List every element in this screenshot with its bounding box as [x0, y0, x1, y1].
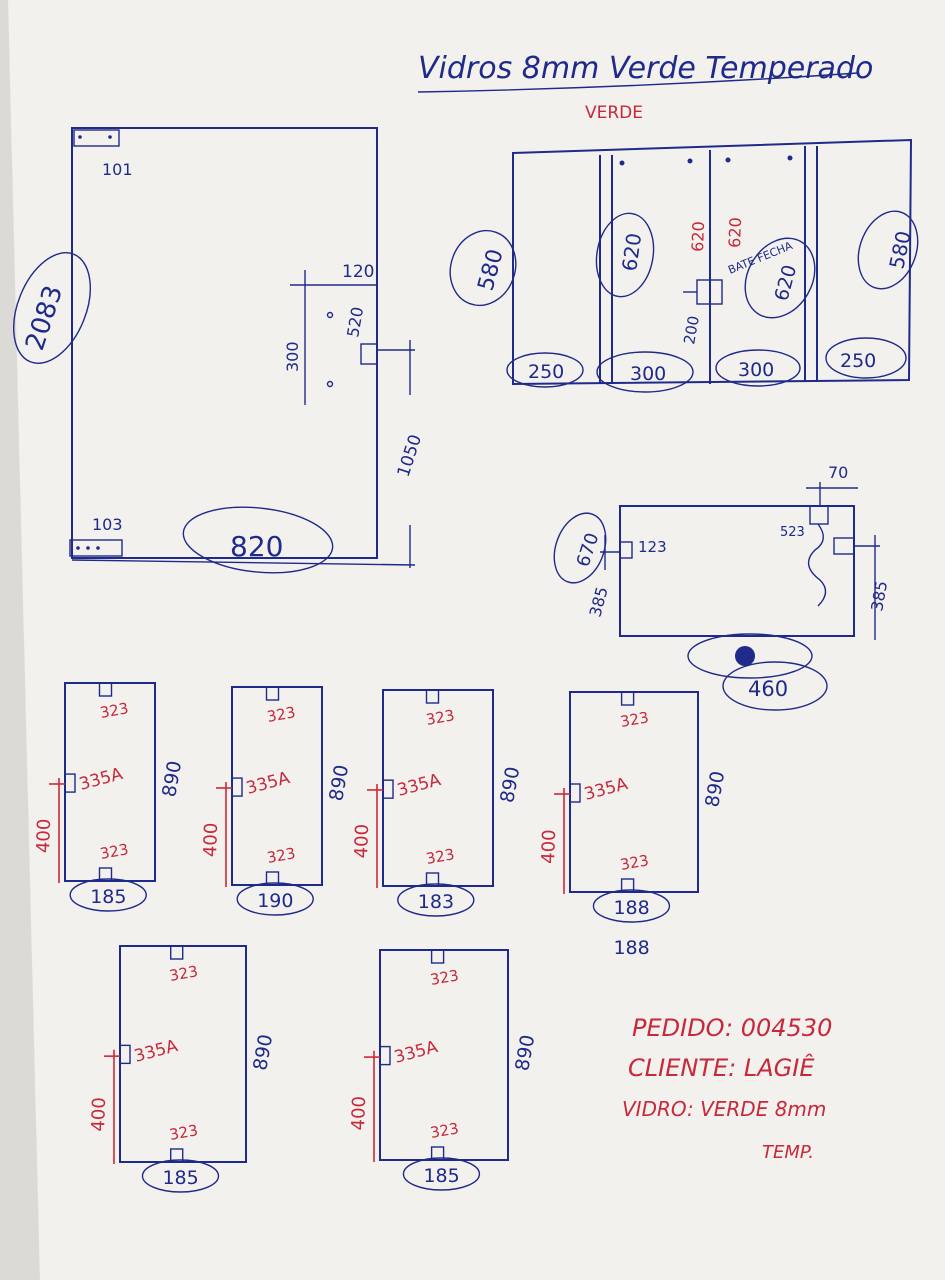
- door-corner-bottom: 103: [92, 515, 123, 534]
- small-panel-4-top-323: 323: [619, 708, 650, 731]
- small-panel-1-height-400: 400: [33, 818, 55, 853]
- small-panel-4-width-rewritten: 188: [613, 937, 649, 959]
- panel-dim-200: 200: [680, 314, 703, 345]
- small-panel-4-side-notch: [569, 783, 581, 803]
- small-panel-4-width-circle: [592, 889, 671, 923]
- small-panel-1-top-notch: [98, 682, 113, 697]
- small-panel-3-top-notch: [425, 689, 440, 704]
- small-panel-6-height-400: 400: [348, 1096, 370, 1131]
- small-panel-2-height-400: 400: [200, 822, 222, 857]
- panel-height-mid: 620: [617, 232, 646, 273]
- medium-width-460: 460: [748, 677, 788, 701]
- small-panel-1-width-circle: [69, 878, 147, 912]
- order-pedido: PEDIDO: 004530: [632, 1014, 832, 1042]
- door-width: 820: [230, 530, 283, 563]
- medium-dim-70: 70: [828, 463, 848, 482]
- door-drawing: 101 103 2083 820 120 520 300 1050: [13, 127, 426, 574]
- small-panel-3-height-400: 400: [351, 824, 373, 859]
- order-cliente: CLIENTE: LAGIÊ: [628, 1053, 815, 1082]
- small-panel-4-bottom-323: 323: [619, 851, 650, 874]
- small-panel-4-height-400: 400: [538, 829, 560, 864]
- medium-dim-123: 123: [638, 538, 667, 556]
- small-panel-2-top-notch: [265, 686, 280, 701]
- small-panel-1-bottom-notch: [98, 867, 113, 882]
- panel-width-2: 300: [630, 363, 666, 385]
- door-dim-300: 300: [283, 341, 302, 372]
- title-underline: [417, 72, 859, 93]
- small-panel-6-top-323: 323: [429, 966, 460, 989]
- small-panel-5-bottom-323: 323: [168, 1121, 199, 1144]
- small-panel-6-bottom-323: 323: [429, 1119, 460, 1142]
- small-panel-3-side-notch: [382, 779, 394, 799]
- small-panel-5-width: 185: [162, 1167, 198, 1189]
- small-panel-2-width: 190: [257, 890, 293, 912]
- small-panel-6-side-notch: [379, 1045, 391, 1066]
- panel-620-b: 620: [725, 217, 745, 248]
- door-corner-top: 101: [102, 160, 133, 179]
- small-panel-1-bottom-323: 323: [99, 840, 130, 863]
- panel-width-4: 250: [840, 350, 876, 372]
- small-panel-3-bottom-notch: [425, 872, 440, 887]
- small-panel-2-bottom-notch: [265, 871, 280, 886]
- small-panel-6-width-circle: [402, 1157, 481, 1191]
- small-panel-6-top-notch: [430, 949, 445, 964]
- door-dim-120: 120: [342, 262, 374, 282]
- small-panel-1-top-323: 323: [99, 699, 130, 722]
- small-panel-2-width-circle: [236, 882, 314, 916]
- small-panel-4-bottom-notch: [620, 878, 635, 893]
- sheet-subtitle: VERDE: [585, 103, 643, 123]
- order-vidro: VIDRO: VERDE 8mm: [622, 1097, 826, 1121]
- small-panel-2-bottom-323: 323: [266, 844, 297, 867]
- small-panel-3-bottom-323: 323: [425, 845, 456, 868]
- small-panel-3-top-323: 323: [425, 706, 456, 729]
- panel-width-1: 250: [528, 361, 564, 383]
- order-temp: TEMP.: [762, 1142, 814, 1163]
- small-panel-5-width-circle: [141, 1159, 220, 1193]
- small-panel-5-top-notch: [169, 945, 184, 960]
- small-panel-4-top-notch: [620, 691, 635, 706]
- small-panel-5-height-400: 400: [88, 1097, 110, 1132]
- small-panel-5-top-323: 323: [168, 962, 199, 985]
- small-panel-2-side-notch: [231, 777, 243, 797]
- small-panel-3-width-circle: [397, 883, 475, 917]
- small-panel-4-width: 188: [613, 897, 649, 919]
- medium-dim-523: 523: [780, 525, 805, 540]
- small-panel-1-width: 185: [90, 886, 126, 908]
- small-panel-2-top-323: 323: [266, 703, 297, 726]
- sheet-title: Vidros 8mm Verde Temperado: [418, 51, 873, 86]
- small-panel-6-width: 185: [423, 1165, 459, 1187]
- panel-620-a: 620: [688, 221, 708, 252]
- small-panel-1-side-notch: [64, 773, 76, 793]
- order-notes: PEDIDO: 004530 CLIENTE: LAGIÊ VIDRO: VER…: [622, 1014, 832, 1163]
- panel-width-3: 300: [738, 359, 774, 381]
- small-panel-5-bottom-notch: [169, 1148, 184, 1163]
- small-panel-5-side-notch: [119, 1044, 131, 1065]
- small-panel-3-width: 183: [418, 891, 454, 913]
- small-panel-6-bottom-notch: [430, 1146, 445, 1161]
